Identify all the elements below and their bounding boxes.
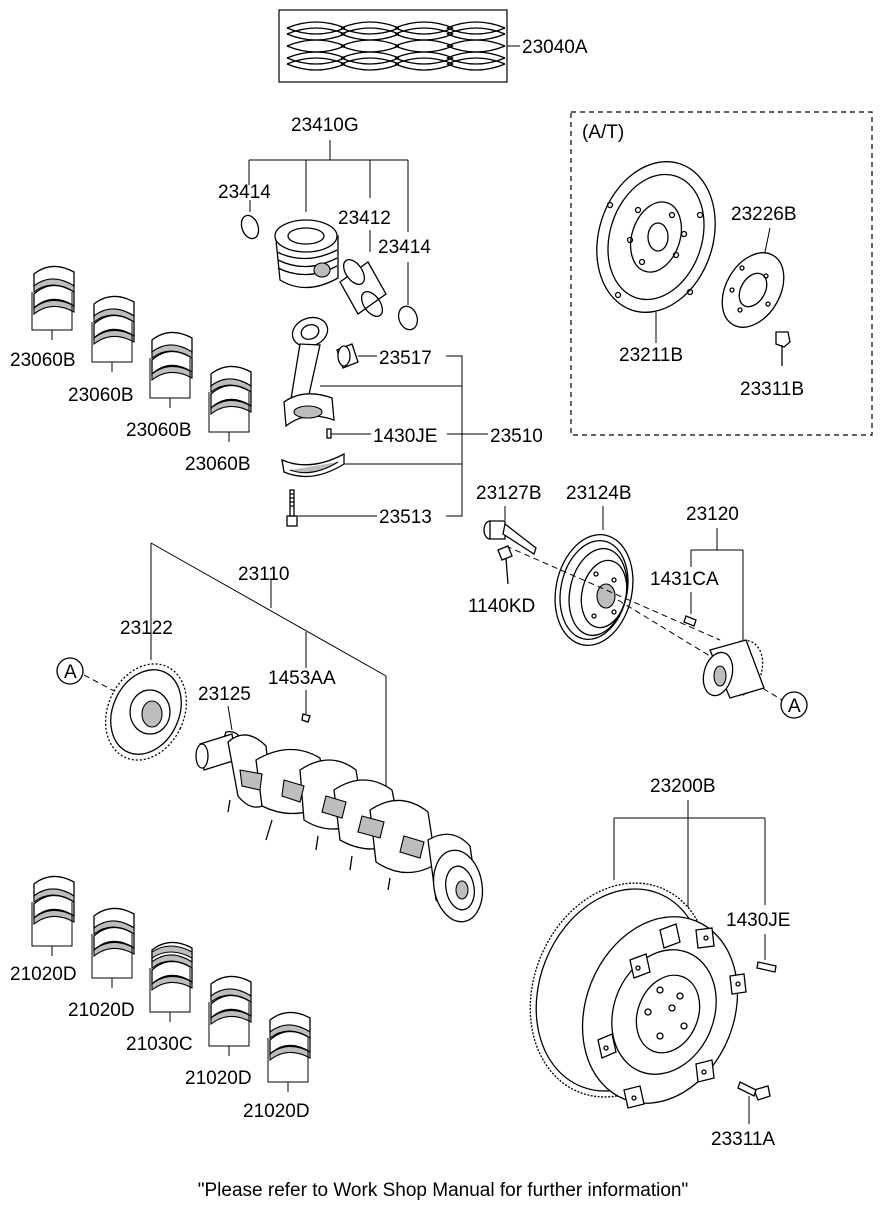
flywheel-group: 23200B 1430JE: [529, 776, 790, 1150]
upper-bearing-3: [149, 331, 193, 408]
connecting-rod-group: 23517 1430JE 23510 23513: [281, 316, 543, 528]
label-snap-ring-right[interactable]: 23414: [378, 237, 431, 258]
piston: [274, 219, 339, 289]
label-piston-ring-set[interactable]: 23040A: [522, 37, 588, 58]
upper-main-bearings: 23060B 23060B 23060B 23060B: [10, 265, 252, 475]
conrod-pin: [326, 428, 332, 439]
label-damper-pulley[interactable]: 23124B: [566, 483, 632, 504]
conrod-cap: [281, 452, 345, 478]
label-upper-bearing-4[interactable]: 23060B: [185, 454, 251, 475]
lower-bearing-4: [267, 1011, 311, 1092]
label-flywheel-assy[interactable]: 23200B: [650, 776, 716, 797]
upper-bearing-2: [91, 295, 135, 372]
label-lower-bearing-4[interactable]: 21020D: [243, 1101, 310, 1122]
snap-ring-left: [240, 214, 260, 240]
ref-mark-a-right: A: [788, 696, 801, 717]
snap-ring-right: [397, 305, 419, 331]
label-conrod-pin[interactable]: 1430JE: [373, 426, 437, 447]
woodruff-key-2: [301, 713, 311, 723]
label-snap-ring-left[interactable]: 23414: [218, 182, 271, 203]
flywheel: [529, 882, 747, 1109]
piston-ring-set-group: 23040A: [278, 9, 588, 83]
label-drive-plate-bolt[interactable]: 23311B: [740, 379, 804, 400]
lower-bearing-2: [91, 907, 135, 988]
pulley-group: 23127B 1140KD 23124B 23120 1431CA: [468, 483, 808, 719]
crank-sprocket: A: [56, 657, 188, 761]
label-piston-pin[interactable]: 23412: [338, 208, 391, 229]
drive-plate: [596, 161, 716, 313]
at-section-title: (A/T): [582, 122, 624, 143]
label-woodruff-key-2[interactable]: 1453AA: [268, 668, 336, 689]
drive-plate-bolt: [775, 331, 791, 366]
lower-main-bearings: 21020D 21020D 21030C 21020D 21020D: [10, 875, 311, 1122]
ref-mark-a-left: A: [64, 662, 77, 683]
piston-pin: [339, 258, 387, 318]
label-lower-bearing-1[interactable]: 21020D: [10, 964, 77, 985]
label-pulley-small-bolt[interactable]: 1140KD: [468, 596, 535, 617]
woodruff-key-3: [683, 615, 697, 627]
label-flywheel-pin[interactable]: 1430JE: [726, 910, 790, 931]
pulley-bolt: [483, 520, 537, 556]
label-piston-assy[interactable]: 23410G: [291, 115, 359, 136]
conrod-bolt: [286, 489, 298, 527]
label-adapter-plate[interactable]: 23226B: [731, 204, 797, 225]
upper-bearing-1: [31, 265, 75, 340]
label-conrod-bushing[interactable]: 23517: [379, 348, 432, 369]
lower-bearing-1: [31, 875, 75, 956]
flywheel-pin: [756, 961, 777, 973]
damper-pulley: [554, 534, 634, 646]
label-crank-sprocket[interactable]: 23122: [120, 618, 173, 639]
label-upper-bearing-2[interactable]: 23060B: [68, 385, 134, 406]
footer-note: "Please refer to Work Shop Manual for fu…: [198, 1180, 688, 1201]
at-section-frame: [570, 111, 873, 436]
label-woodruff-key-1[interactable]: 23125: [198, 684, 251, 705]
label-lower-bearing-3[interactable]: 21020D: [185, 1068, 252, 1089]
label-upper-bearing-1[interactable]: 23060B: [10, 350, 76, 371]
upper-bearing-4: [208, 365, 252, 442]
label-upper-bearing-3[interactable]: 23060B: [126, 420, 192, 441]
timing-sprocket: [702, 639, 765, 699]
ring-set-frame: [278, 9, 508, 83]
thrust-bearing: [149, 941, 193, 1022]
piston-assembly-group: 23410G 23414 23412 23414: [218, 115, 431, 331]
conrod-bushing: [336, 343, 359, 369]
label-conrod-bolt[interactable]: 23513: [379, 507, 432, 528]
label-crankshaft-assy[interactable]: 23110: [238, 564, 289, 585]
label-pulley-bolt[interactable]: 23127B: [476, 483, 542, 504]
crankshaft-group: 23110 23122 1453AA 23125 A: [56, 542, 484, 923]
label-woodruff-key-3[interactable]: 1431CA: [650, 569, 719, 590]
lower-bearing-3: [208, 975, 252, 1056]
label-flywheel-bolt[interactable]: 23311A: [711, 1129, 775, 1150]
label-thrust-bearing[interactable]: 21030C: [126, 1034, 193, 1055]
piston-ring-stacks: [286, 21, 506, 71]
crankshaft: [195, 733, 484, 923]
label-lower-bearing-2[interactable]: 21020D: [68, 1000, 135, 1021]
label-pulley-assy[interactable]: 23120: [686, 504, 739, 525]
connecting-rod: [283, 316, 335, 428]
adapter-plate: [721, 252, 785, 328]
label-drive-plate[interactable]: 23211B: [619, 345, 683, 366]
pulley-small-bolt: [497, 545, 513, 585]
flywheel-bolt: [737, 1081, 771, 1101]
automatic-transmission-group: (A/T) 23211B 23226B 23311B: [570, 111, 873, 436]
label-conrod-assy[interactable]: 23510: [490, 426, 543, 447]
